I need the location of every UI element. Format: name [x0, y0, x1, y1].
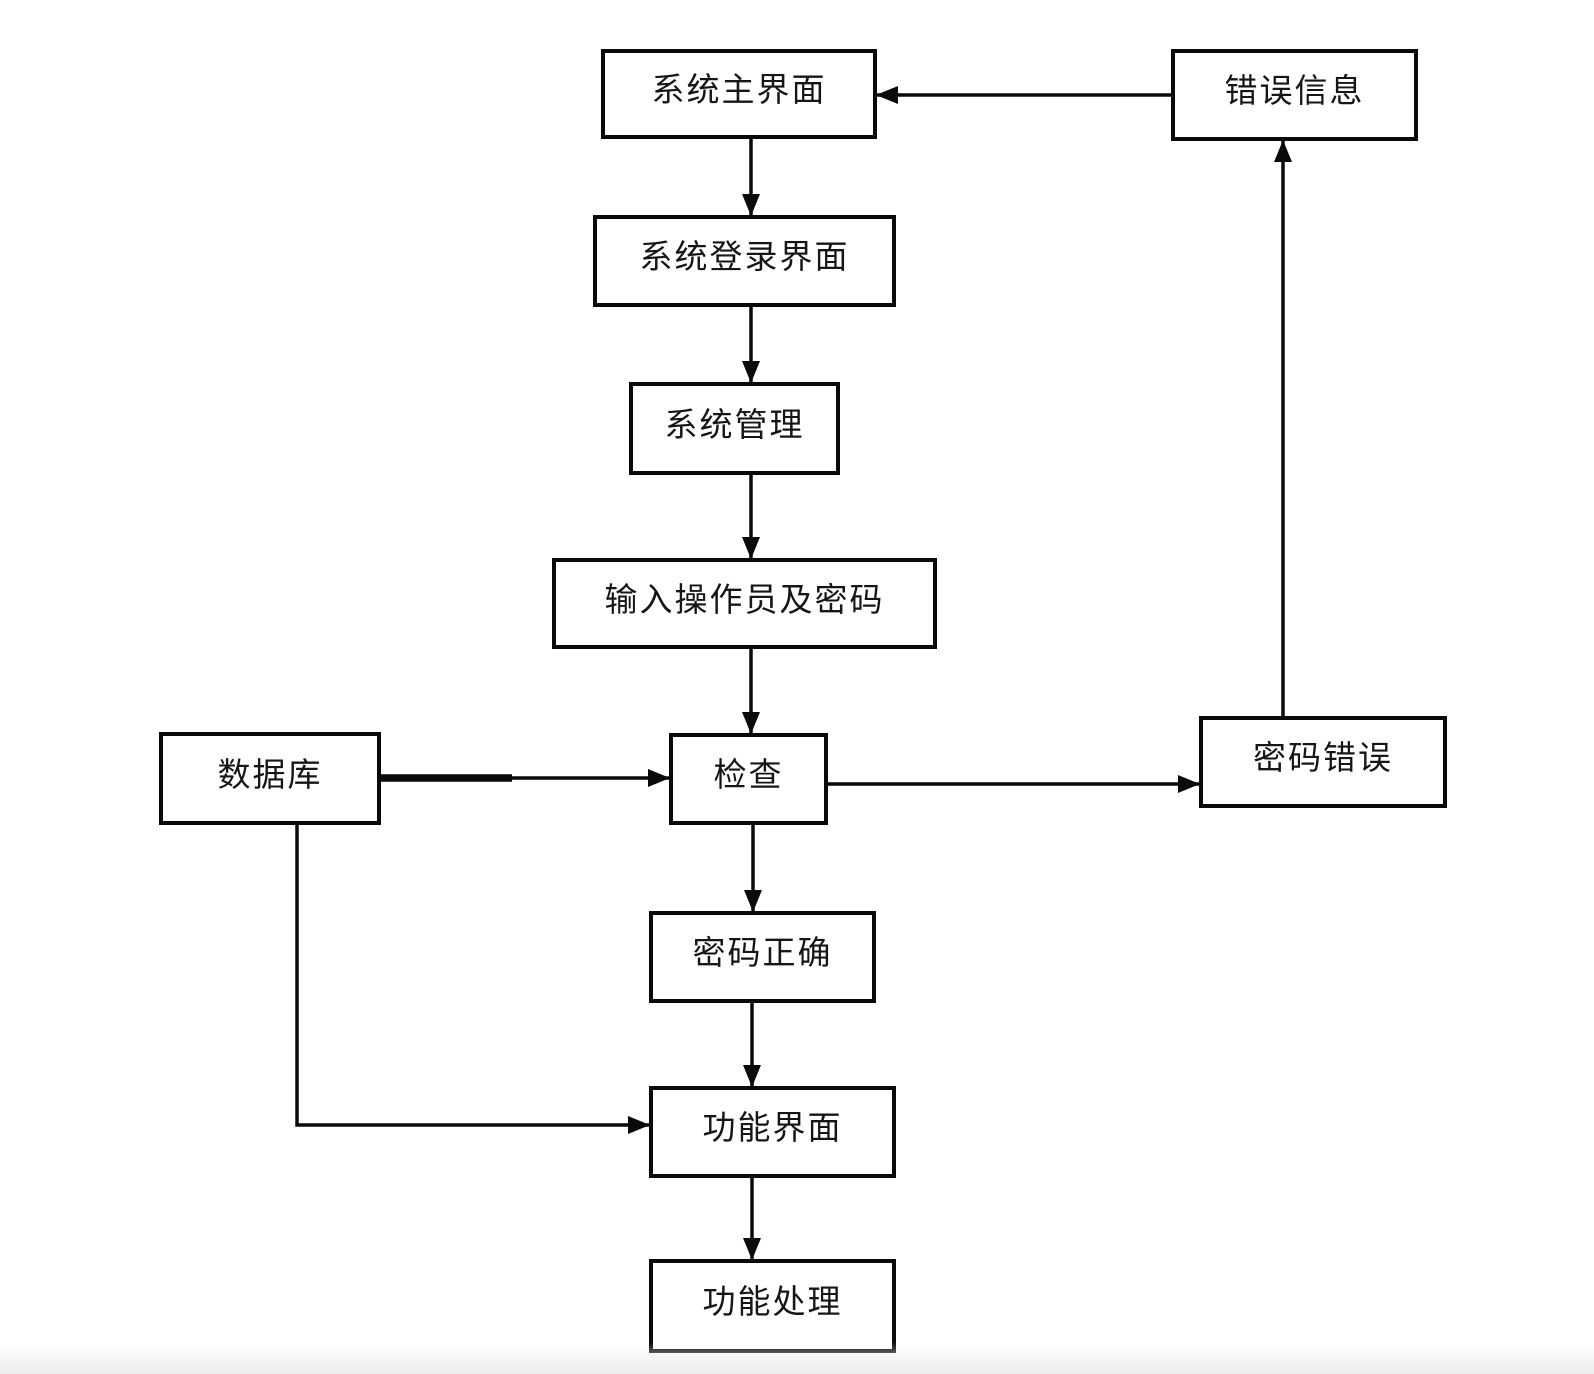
flow-node-label-function-ui: 功能界面: [702, 1111, 843, 1147]
flow-node-database: 数据库: [159, 732, 381, 825]
flow-node-label-password-error: 密码错误: [1253, 741, 1393, 777]
flow-node-label-function-process: 功能处理: [702, 1285, 843, 1321]
flow-node-login-ui: 系统登录界面: [593, 215, 896, 307]
flow-node-label-main-ui: 系统主界面: [651, 73, 827, 109]
flow-node-system-mgmt: 系统管理: [629, 382, 840, 475]
flow-node-password-correct: 密码正确: [649, 911, 876, 1003]
flow-node-label-database: 数据库: [217, 757, 323, 794]
flow-node-label-check: 检查: [713, 758, 784, 794]
flow-node-check: 检查: [669, 733, 828, 825]
flow-node-label-error-info: 错误信息: [1224, 74, 1365, 110]
flow-node-password-error: 密码错误: [1199, 716, 1447, 808]
flow-node-error-info: 错误信息: [1171, 49, 1418, 141]
flow-node-label-system-mgmt: 系统管理: [664, 407, 805, 444]
flow-node-function-ui: 功能界面: [649, 1086, 896, 1178]
flow-node-label-password-correct: 密码正确: [692, 936, 833, 972]
flow-node-input-operator-pwd: 输入操作员及密码: [552, 558, 937, 649]
flow-node-main-ui: 系统主界面: [601, 49, 877, 139]
flow-node-function-process: 功能处理: [649, 1259, 896, 1353]
flow-node-label-login-ui: 系统登录界面: [639, 240, 850, 276]
flow-node-label-input-operator-pwd: 输入操作员及密码: [604, 582, 885, 619]
